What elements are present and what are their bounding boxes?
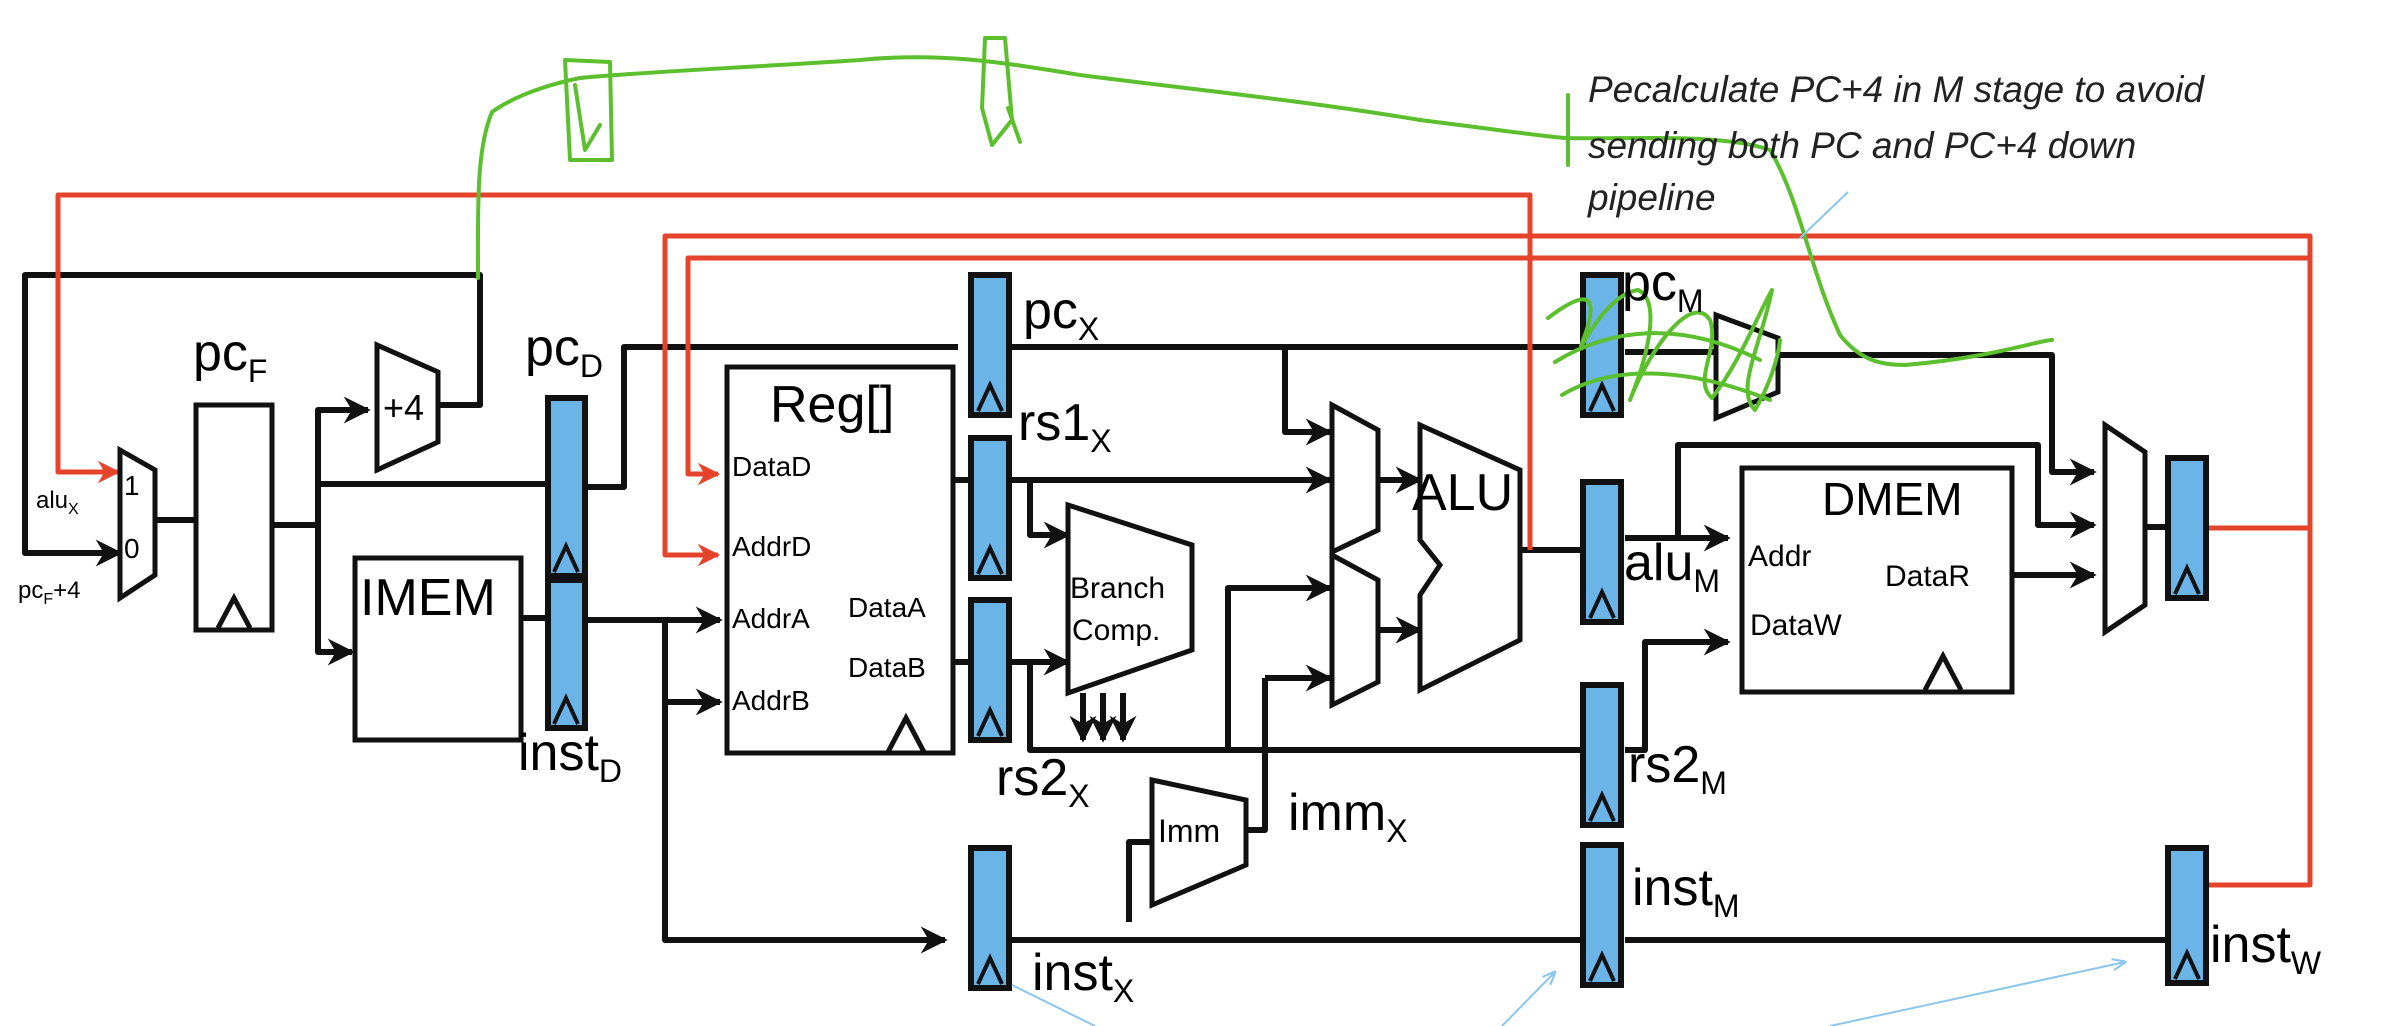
inst-w-label: instW [2210, 916, 2322, 981]
datapath-wires [22, 272, 2165, 954]
pointer-lines [1011, 191, 2125, 1026]
feedback-wires [55, 192, 2313, 888]
imm-label: Imm [1158, 813, 1220, 849]
mux-f-input-1: 1 [124, 470, 140, 501]
pipe-reg-inst-x [968, 845, 1012, 991]
register-file-clock-icon [885, 712, 927, 754]
dmem-block [1739, 465, 2015, 695]
imem-label: IMEM [360, 569, 496, 627]
branch-comp-line-2: Comp. [1072, 614, 1160, 647]
pipe-reg-alu-m [1580, 479, 1624, 625]
regfile-port-addrb: AddrB [732, 685, 810, 716]
regfile-port-addra: AddrA [732, 603, 810, 634]
imm-x-label: immX [1288, 784, 1408, 849]
pc-f-clock-icon [215, 592, 253, 630]
regfile-port-datab: DataB [848, 652, 926, 683]
annotation-line-3: pipeline [1587, 177, 1716, 218]
pipe-reg-rs1-x [968, 435, 1012, 581]
pipeline-registers [545, 272, 2209, 991]
pc-x-label: pcX [1023, 282, 1099, 347]
green-ink-annotation [475, 36, 2054, 412]
inst-x-label: instX [1032, 944, 1134, 1009]
regfile-port-addrd: AddrD [732, 531, 811, 562]
alu-mux-b [1329, 550, 1381, 710]
inst-m-label: instM [1632, 859, 1740, 924]
adder-plus4-m [1713, 311, 1781, 422]
alu-label: ALU [1412, 464, 1513, 522]
pipeline-register-clock-icons [552, 380, 2201, 985]
pipe-reg-pc-x [968, 272, 1012, 418]
branch-comp-line-1: Branch [1070, 572, 1165, 605]
alu-m-label: aluM [1624, 534, 1720, 599]
alu-block [1417, 421, 1523, 695]
alu-mux-a [1329, 400, 1381, 556]
pc-f-register [193, 402, 275, 633]
adder-plus4 [374, 341, 441, 474]
pipe-reg-rs2-x [968, 597, 1012, 743]
imem-block [352, 555, 524, 743]
pc-f-label: pcF [193, 324, 267, 389]
annotation-line-2: sending both PC and PC+4 down [1588, 125, 2136, 166]
dmem-port-addr: Addr [1748, 540, 1811, 573]
branch-comparator [1065, 501, 1195, 697]
register-file [724, 364, 956, 756]
rs2-m-label: rs2M [1628, 736, 1727, 801]
register-file-title: Reg[] [770, 376, 894, 434]
mux-f [117, 445, 158, 603]
mux-f-input-0: 0 [124, 533, 140, 564]
regfile-port-datad: DataD [732, 451, 811, 482]
dmem-clock-icon [1922, 650, 1964, 692]
rs2-x-label: rs2X [996, 749, 1090, 814]
dmem-title: DMEM [1822, 473, 1963, 525]
mux-f-alu-x-label: aluX [36, 487, 79, 518]
mux-f-pcf4-label: pcF+4 [18, 577, 81, 608]
pipe-reg-wb [2165, 455, 2209, 601]
imm-generator [1149, 776, 1249, 909]
regfile-port-dataa: DataA [848, 592, 926, 623]
pc-m-label: pcM [1622, 254, 1704, 319]
pipe-reg-rs2-m [1580, 682, 1624, 828]
pc-d-label: pcD [525, 319, 603, 384]
writeback-mux [2102, 420, 2148, 637]
dmem-port-datar: DataR [1885, 560, 1970, 593]
pipe-reg-inst-m [1580, 842, 1624, 988]
dmem-port-dataw: DataW [1750, 609, 1842, 642]
rs1-x-label: rs1X [1018, 394, 1112, 459]
pipe-reg-inst-d [545, 577, 588, 731]
inst-d-label: instD [518, 724, 622, 789]
adder-label: +4 [383, 387, 424, 428]
annotation-line-1: Pecalculate PC+4 in M stage to avoid [1588, 69, 2205, 110]
pipe-reg-inst-w [2165, 845, 2209, 986]
